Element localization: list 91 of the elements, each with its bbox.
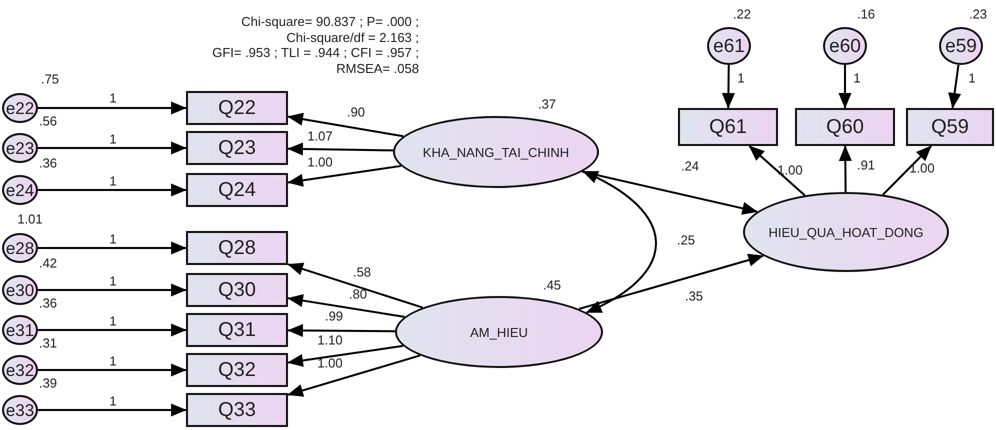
variance-label: .36 bbox=[38, 156, 58, 170]
fit-statistics-text: Chi-square/df = 2.163 ; bbox=[285, 30, 419, 45]
error-term-circle: e30 bbox=[2, 275, 38, 305]
observed-variable-box: Q30 bbox=[186, 273, 288, 307]
variance-label: .36 bbox=[38, 296, 58, 310]
fit-statistics-text: Chi-square= 90.837 ; P= .000 ; bbox=[240, 14, 419, 30]
edge-label: 1 bbox=[109, 232, 117, 246]
error-term-circle: e60 bbox=[823, 27, 867, 65]
error-term-circle: e24 bbox=[2, 175, 38, 205]
arrow bbox=[287, 324, 396, 337]
edge-label: 1 bbox=[109, 274, 117, 288]
edge-label: 1 bbox=[853, 72, 861, 84]
edge-label: 1 bbox=[737, 72, 745, 84]
edge-label: .80 bbox=[348, 288, 368, 300]
arrow bbox=[578, 254, 764, 310]
edge-label: 1 bbox=[109, 354, 117, 368]
fit-statistics-text: GFI= .953 ; TLI = .944 ; CFI = .957 ; bbox=[212, 45, 419, 60]
variance-label: .37 bbox=[538, 98, 556, 110]
variance-label: .23 bbox=[968, 8, 988, 20]
observed-variable-box: Q31 bbox=[186, 313, 288, 347]
edge-label: 1 bbox=[109, 394, 117, 408]
error-term-circle: e32 bbox=[2, 355, 38, 385]
error-term-circle: e61 bbox=[707, 27, 751, 65]
arrow bbox=[38, 242, 187, 254]
edge-label: 1.07 bbox=[307, 130, 333, 142]
observed-variable-box: Q28 bbox=[186, 231, 288, 265]
error-term-circle: e28 bbox=[2, 233, 38, 263]
variance-label: .45 bbox=[542, 278, 562, 292]
edge-label: .99 bbox=[324, 310, 344, 322]
observed-variable-box: Q24 bbox=[186, 173, 288, 207]
variance-label: .22 bbox=[732, 8, 752, 20]
edge-label: 1 bbox=[109, 132, 117, 146]
arrow bbox=[38, 324, 187, 336]
variance-label: 1.01 bbox=[17, 212, 43, 226]
edge-label: .24 bbox=[680, 160, 700, 172]
edge-label: .58 bbox=[352, 266, 372, 278]
edge-label: .90 bbox=[346, 106, 366, 118]
arrow bbox=[582, 170, 657, 314]
variance-label: .56 bbox=[38, 114, 58, 128]
edge-label: 1 bbox=[109, 92, 117, 104]
edge-label: 1.00 bbox=[909, 162, 935, 174]
arrow bbox=[287, 164, 402, 187]
edge-label: 1.00 bbox=[777, 164, 803, 176]
observed-variable-box: Q23 bbox=[186, 131, 288, 165]
edge-label: 1.10 bbox=[317, 334, 343, 346]
edge-label: 1 bbox=[968, 72, 976, 84]
observed-variable-box: Q22 bbox=[186, 91, 288, 125]
latent-variable-ellipse: HIEU_QUA_HOAT_DONG bbox=[743, 192, 949, 272]
variance-label: .31 bbox=[38, 336, 58, 350]
edge-label: .25 bbox=[676, 234, 696, 246]
observed-variable-box: Q61 bbox=[678, 108, 778, 146]
arrow bbox=[287, 112, 404, 138]
variance-label: .42 bbox=[38, 256, 58, 270]
arrow bbox=[38, 364, 187, 376]
edge-label: 1 bbox=[109, 314, 117, 328]
arrow bbox=[722, 64, 735, 109]
arrow bbox=[287, 354, 420, 397]
arrow bbox=[582, 170, 758, 215]
error-term-circle: e31 bbox=[2, 315, 38, 345]
observed-variable-box: Q33 bbox=[186, 393, 288, 427]
observed-variable-box: Q32 bbox=[186, 353, 288, 387]
error-term-circle: e23 bbox=[2, 133, 38, 163]
arrow bbox=[38, 102, 187, 114]
variance-label: .75 bbox=[40, 72, 60, 86]
arrow bbox=[287, 344, 404, 367]
observed-variable-box: Q59 bbox=[906, 108, 994, 146]
variance-label: .16 bbox=[856, 8, 876, 20]
arrow bbox=[38, 142, 187, 154]
edge-label: .91 bbox=[856, 158, 876, 172]
arrow bbox=[38, 404, 187, 416]
variance-label: .39 bbox=[38, 376, 58, 390]
error-term-circle: e33 bbox=[2, 395, 38, 425]
arrow bbox=[838, 145, 852, 192]
arrow bbox=[838, 65, 852, 109]
edge-label: 1.00 bbox=[317, 356, 343, 370]
arrow bbox=[287, 262, 423, 308]
arrow bbox=[287, 142, 394, 156]
arrow bbox=[38, 184, 187, 196]
arrow bbox=[287, 294, 405, 318]
latent-variable-ellipse: KHA_NANG_TAI_CHINH bbox=[393, 116, 599, 188]
arrow bbox=[38, 284, 187, 296]
error-term-circle: e22 bbox=[2, 93, 38, 123]
edge-label: .35 bbox=[684, 290, 704, 302]
error-term-circle: e59 bbox=[939, 27, 983, 65]
latent-variable-ellipse: AM_HIEU bbox=[395, 296, 603, 368]
fit-statistics-text: RMSEA= .058 bbox=[335, 60, 419, 76]
arrow bbox=[948, 64, 962, 109]
arrow bbox=[748, 145, 806, 196]
edge-label: 1.00 bbox=[307, 156, 333, 168]
observed-variable-box: Q60 bbox=[795, 108, 895, 146]
edge-label: 1 bbox=[109, 174, 117, 188]
